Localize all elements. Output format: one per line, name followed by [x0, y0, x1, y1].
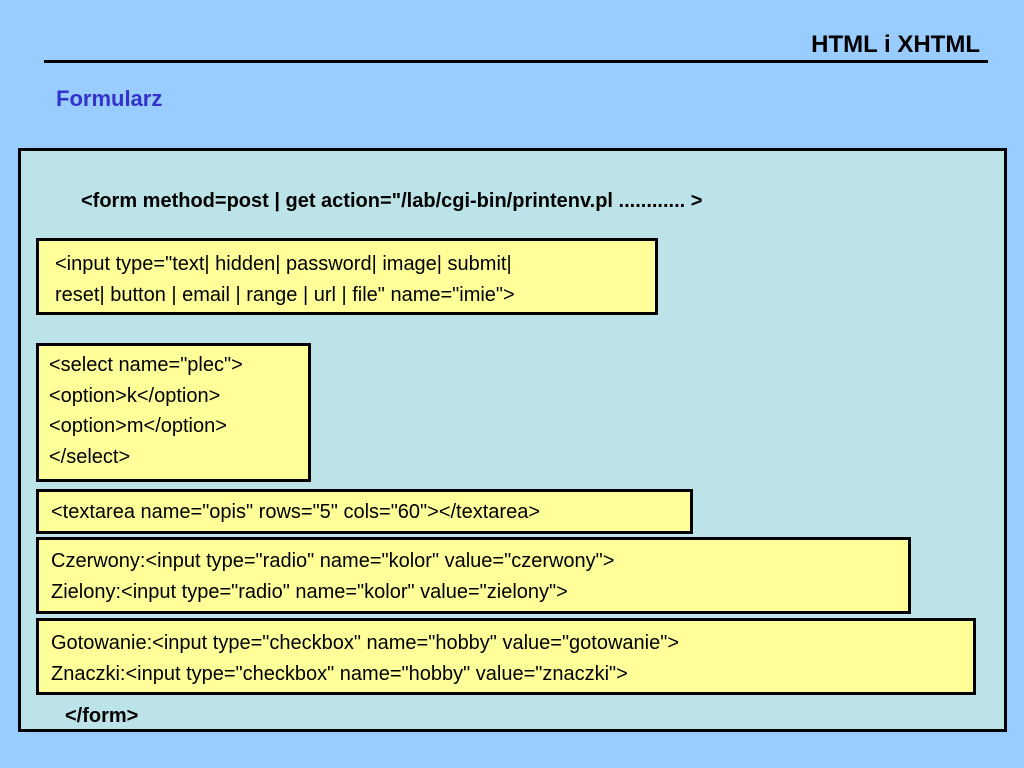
select-tag-box: <select name="plec"> <option>k</option> …: [36, 343, 311, 482]
checkbox-tag-box: Gotowanie:<input type="checkbox" name="h…: [36, 618, 976, 695]
input-tag-box: <input type="text| hidden| password| ima…: [36, 238, 658, 315]
radio-tag-line-1: Czerwony:<input type="radio" name="kolor…: [51, 550, 615, 572]
input-tag-line-2: reset| button | email | range | url | fi…: [55, 284, 515, 306]
select-tag-line-1: <select name="plec">: [49, 354, 243, 376]
checkbox-tag-line-2: Znaczki:<input type="checkbox" name="hob…: [51, 663, 628, 685]
textarea-tag-line: <textarea name="opis" rows="5" cols="60"…: [51, 501, 540, 523]
radio-tag-box: Czerwony:<input type="radio" name="kolor…: [36, 537, 911, 614]
select-tag-line-2: <option>k</option>: [49, 384, 221, 407]
form-open-tag: <form method=post | get action="/lab/cgi…: [81, 190, 703, 212]
slide-title: HTML i XHTML: [811, 31, 980, 58]
code-example-panel: <form method=post | get action="/lab/cgi…: [18, 148, 1007, 732]
select-tag-line-4: </select>: [49, 445, 131, 468]
input-tag-line-1: <input type="text| hidden| password| ima…: [55, 253, 512, 275]
textarea-tag-box: <textarea name="opis" rows="5" cols="60"…: [36, 489, 693, 534]
checkbox-tag-line-1: Gotowanie:<input type="checkbox" name="h…: [51, 632, 680, 654]
title-divider: [44, 60, 988, 63]
form-close-tag: </form>: [65, 705, 139, 727]
select-tag-line-3: <option>m</option>: [49, 415, 227, 437]
slide-subtitle: Formularz: [56, 86, 163, 111]
radio-tag-line-2: Zielony:<input type="radio" name="kolor"…: [51, 581, 568, 603]
